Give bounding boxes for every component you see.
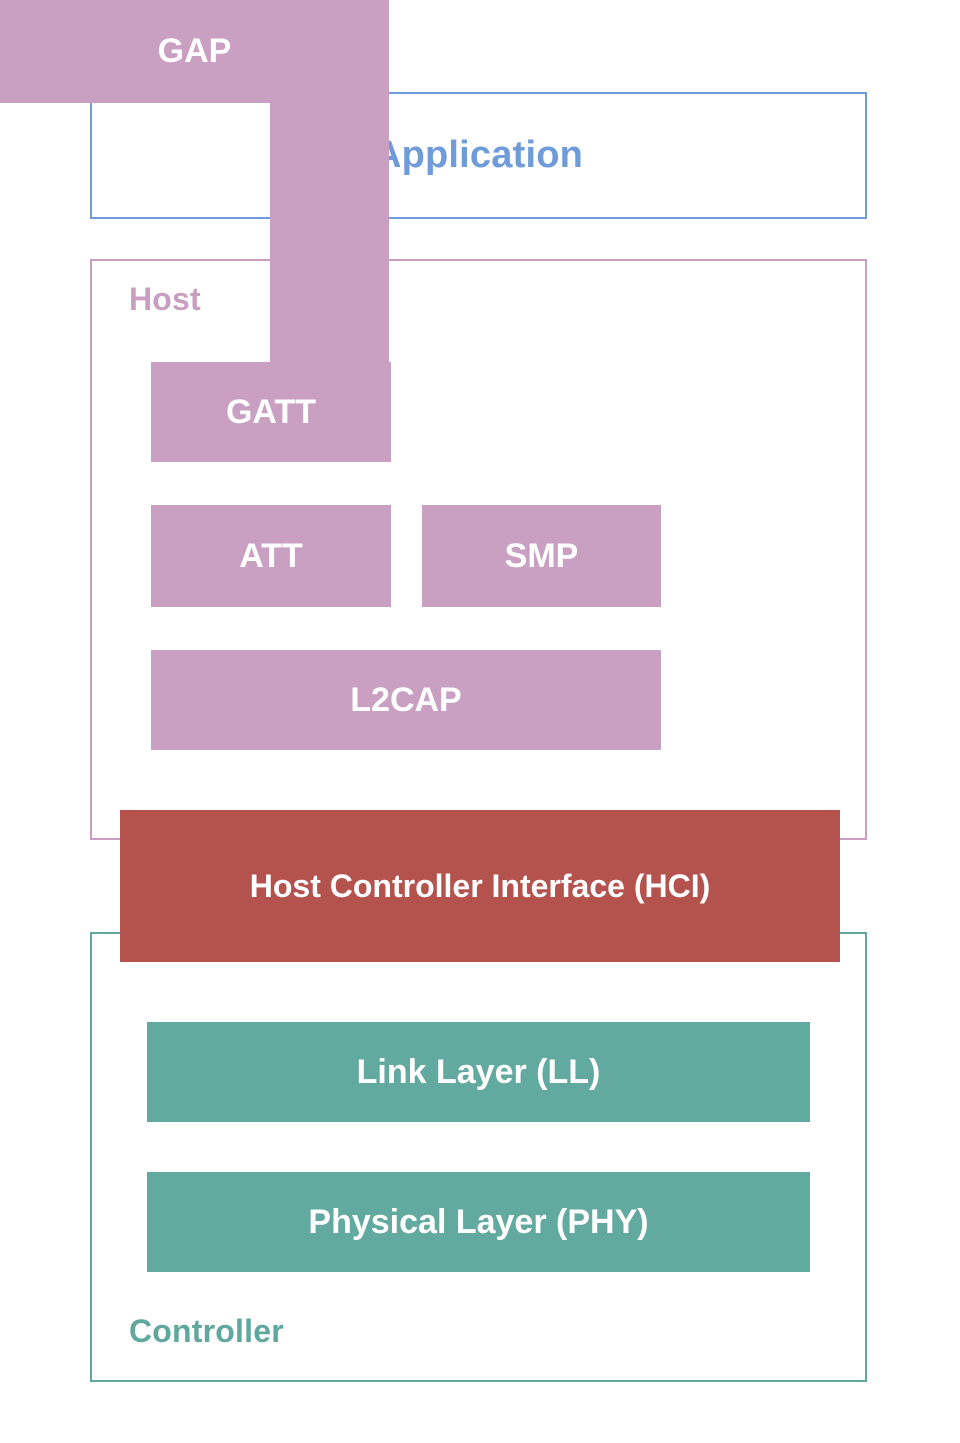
application-layer-label: Application (373, 134, 584, 176)
host-block-gap: GAP (0, 0, 389, 388)
controller-block-physical-layer: Physical Layer (PHY) (147, 1172, 810, 1272)
host-controller-interface-block: Host Controller Interface (HCI) (120, 810, 840, 962)
host-block-gap-label: GAP (157, 32, 232, 70)
controller-layer-label: Controller (129, 1313, 284, 1349)
application-layer-frame (90, 92, 867, 219)
host-block-l2cap: L2CAP (151, 650, 661, 750)
host-block-att: ATT (151, 505, 391, 607)
gap-vertical-arm (270, 0, 389, 388)
host-layer-label: Host (129, 281, 201, 317)
controller-block-link-layer: Link Layer (LL) (147, 1022, 810, 1122)
host-block-smp: SMP (422, 505, 661, 607)
